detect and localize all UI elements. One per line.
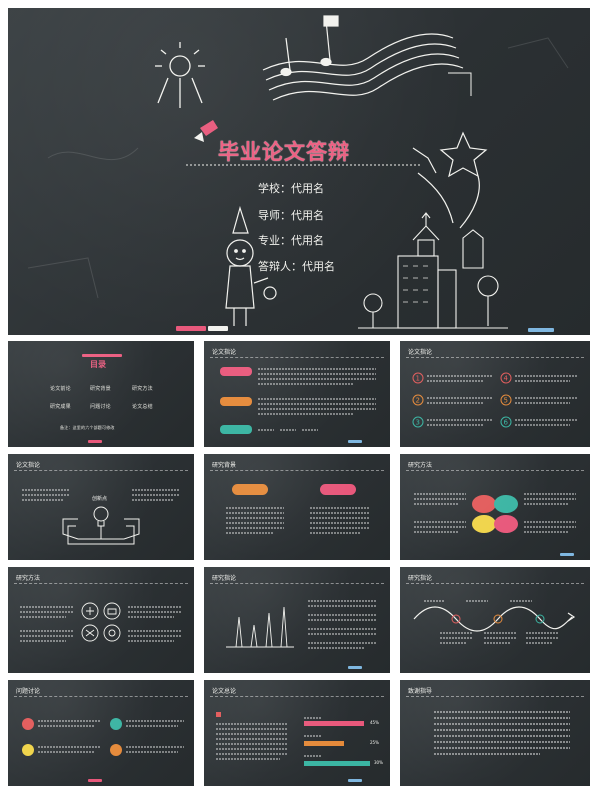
svg-text:1: 1 [416, 375, 420, 383]
lightbulb-diagram [22, 489, 180, 545]
field-value: 代用名 [302, 260, 335, 273]
chalk-piece [348, 666, 362, 669]
tag-pink [220, 367, 252, 376]
field-label: 专业： [258, 234, 291, 247]
cover-field-major: 专业：代用名 [258, 232, 324, 248]
tag-teal [220, 425, 252, 434]
progress-doodle [216, 712, 370, 766]
percent-label: 45% [370, 720, 379, 725]
cover-field-defender: 答辩人：代用名 [258, 258, 335, 274]
toc-item[interactable]: 研究成果 [50, 404, 71, 410]
corner-mark [448, 72, 472, 96]
gear-icon [22, 744, 34, 756]
slide-9[interactable]: 研究指论 [204, 567, 390, 673]
field-label: 导师： [258, 209, 291, 222]
slide-header: 研究指论 [212, 575, 237, 582]
percent-label: 25% [370, 740, 379, 745]
text-lines [226, 507, 370, 534]
sun-doodle [155, 42, 205, 108]
cover-slide[interactable]: 毕业论文答辩 学校：代用名 导师：代用名 专业：代用名 答辩人：代用名 [8, 8, 590, 335]
field-label: 答辩人： [258, 260, 302, 273]
tag-pink [320, 484, 356, 495]
chalk-piece [348, 440, 362, 443]
field-value: 代用名 [291, 209, 324, 222]
tag-orange [220, 397, 252, 406]
toc-item[interactable]: 论文总结 [132, 404, 153, 410]
slide-13[interactable]: 致谢指导 [400, 680, 590, 786]
chalk-piece-white [208, 326, 228, 331]
slide-4[interactable]: 论文指论 1 2 3 4 5 6 [400, 341, 590, 447]
chalk-piece [560, 553, 574, 556]
petal-diagram [414, 493, 576, 533]
slide-12[interactable]: 论文总论 45% 25% 30% [204, 680, 390, 786]
music-staff-doodle [262, 15, 464, 101]
slide-header: 论文指论 [212, 349, 237, 356]
chalk-piece-pink [176, 326, 206, 331]
toc-item[interactable]: 问题讨论 [90, 404, 111, 410]
toc-heading-ribbon [82, 354, 122, 357]
slide-11[interactable]: 问题讨论 [8, 680, 194, 786]
wave-timeline [413, 600, 576, 644]
slide-7[interactable]: 研究方法 [400, 454, 590, 560]
chalk-piece-blue [528, 328, 554, 332]
girl-doodle [225, 205, 277, 326]
slide-toc[interactable]: 目录 论文前论 研究背景 研究方法 研究成果 问题讨论 论文总结 备注：这里的六… [8, 341, 194, 447]
gear-icon [110, 718, 122, 730]
field-label: 学校： [258, 182, 291, 195]
toc-item[interactable]: 研究背景 [90, 386, 111, 392]
innovation-label: 创新点 [92, 496, 108, 502]
chalk-piece [88, 440, 102, 443]
slide-header: 研究指论 [408, 575, 433, 582]
svg-text:4: 4 [504, 375, 509, 383]
svg-text:2: 2 [416, 397, 420, 405]
slide-8[interactable]: 研究方法 [8, 567, 194, 673]
toc-item[interactable]: 研究方法 [132, 386, 153, 392]
text-lines [434, 711, 570, 755]
toc-footer: 备注：这里的六个部题可修改 [60, 425, 115, 430]
slide-5[interactable]: 论文指论 创新点 [8, 454, 194, 560]
svg-text:3: 3 [416, 419, 420, 427]
slide-header: 研究方法 [16, 575, 41, 582]
text-lines [258, 368, 376, 431]
slide-header: 论文总论 [212, 688, 237, 695]
numbered-list: 1 2 3 4 5 6 [412, 372, 578, 428]
chalk-piece [348, 779, 362, 782]
toc-heading: 目录 [90, 360, 106, 369]
bar-doodle [226, 600, 376, 649]
svg-text:6: 6 [504, 419, 509, 427]
field-value: 代用名 [291, 182, 324, 195]
slide-header: 论文指论 [16, 462, 41, 469]
gear-icon [110, 744, 122, 756]
slide-header: 致谢指导 [408, 688, 433, 695]
cover-title: 毕业论文答辩 [218, 139, 350, 164]
slide-10[interactable]: 研究指论 [400, 567, 590, 673]
toc-item[interactable]: 论文前论 [50, 386, 71, 392]
gear-icon [22, 718, 34, 730]
slide-3[interactable]: 论文指论 [204, 341, 390, 447]
slide-header: 研究背景 [212, 462, 237, 469]
city-doodle [358, 212, 508, 329]
svg-text:5: 5 [504, 397, 508, 405]
gear-list [22, 718, 184, 756]
icon-grid [20, 602, 182, 642]
pencil-icon [194, 120, 218, 142]
slide-header: 研究方法 [408, 462, 433, 469]
chalk-piece [88, 779, 102, 782]
percent-label: 30% [374, 760, 383, 765]
cover-field-advisor: 导师：代用名 [258, 207, 324, 223]
tag-orange [232, 484, 268, 495]
lightbulb-icon [93, 506, 109, 522]
cover-doodles [27, 15, 569, 329]
slide-6[interactable]: 研究背景 [204, 454, 390, 560]
field-value: 代用名 [291, 234, 324, 247]
shooting-star-doodle [412, 131, 488, 229]
slide-header: 问题讨论 [16, 688, 41, 695]
cover-field-school: 学校：代用名 [258, 180, 324, 196]
slide-header: 论文指论 [408, 349, 433, 356]
